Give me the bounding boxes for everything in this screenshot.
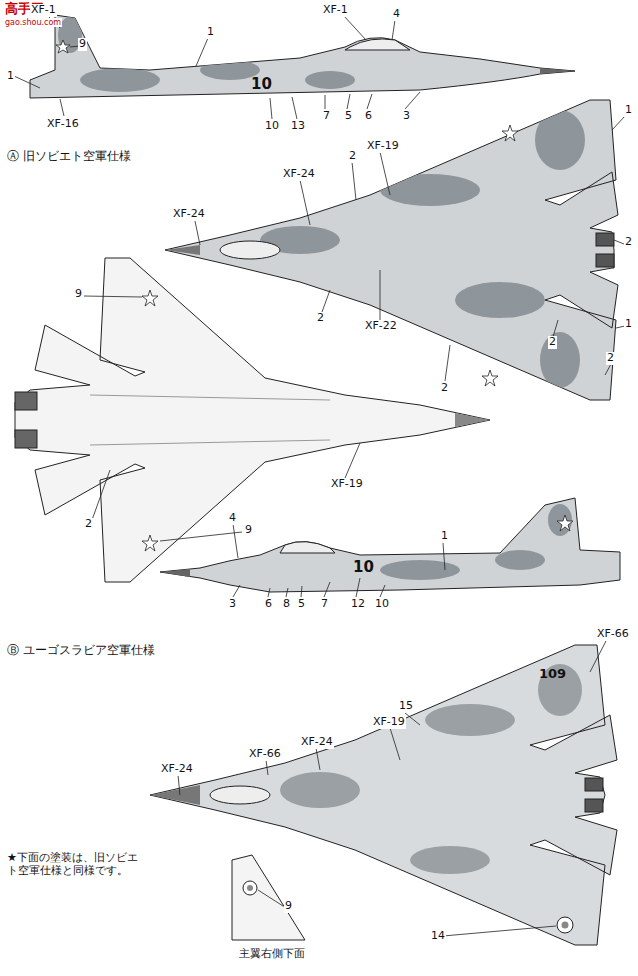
callout-number: 9 bbox=[74, 288, 83, 301]
callout-number: 3 bbox=[402, 110, 411, 123]
callout-number: 2 bbox=[606, 352, 615, 365]
caption-text: 主翼右側下面 bbox=[238, 948, 306, 961]
callout-number: 7 bbox=[322, 110, 331, 123]
paint-code: XF-16 bbox=[46, 118, 80, 131]
aircraft-number: 10 bbox=[352, 559, 375, 576]
callout-number: 12 bbox=[350, 598, 366, 611]
section-heading: Ⓑ ユーゴスラビア空軍仕様 bbox=[6, 644, 156, 658]
callout-number: 1 bbox=[206, 26, 215, 39]
callout-number: 7 bbox=[320, 598, 329, 611]
watermark: gao.shou.com bbox=[4, 18, 62, 27]
callout-number: 9 bbox=[244, 524, 253, 537]
callout-number: 6 bbox=[364, 110, 373, 123]
callout-number: 6 bbox=[264, 598, 273, 611]
callout-number: 15 bbox=[398, 700, 414, 713]
callout-number: 2 bbox=[548, 336, 557, 349]
paint-code: XF-66 bbox=[596, 628, 630, 641]
paint-code: XF-66 bbox=[248, 748, 282, 761]
paint-code: XF-1 bbox=[30, 4, 57, 17]
paint-code: XF-24 bbox=[160, 763, 194, 776]
callout-number: 2 bbox=[316, 312, 325, 325]
callout-number: 2 bbox=[624, 236, 633, 249]
callout-number: 2 bbox=[84, 518, 93, 531]
callout-number: 1 bbox=[624, 104, 633, 117]
callout-number: 8 bbox=[282, 598, 291, 611]
callout-number: 1 bbox=[440, 530, 449, 543]
callout-number: 3 bbox=[228, 598, 237, 611]
callout-number: 9 bbox=[284, 900, 293, 913]
paint-code: XF-1 bbox=[322, 4, 349, 17]
paint-code: XF-19 bbox=[372, 716, 406, 729]
callout-number: 10 bbox=[374, 598, 390, 611]
paint-code: XF-19 bbox=[366, 140, 400, 153]
callout-number: 14 bbox=[430, 930, 446, 943]
paint-code: XF-24 bbox=[300, 736, 334, 749]
callout-number: 2 bbox=[440, 382, 449, 395]
aircraft-number: 109 bbox=[538, 667, 567, 682]
note: ★下面の塗装は、旧ソビエト空軍仕様と同様です。 bbox=[6, 852, 148, 877]
callout-number: 2 bbox=[348, 150, 357, 163]
callout-number: 1 bbox=[6, 70, 15, 83]
paint-code: XF-19 bbox=[330, 478, 364, 491]
callout-number: 4 bbox=[228, 512, 237, 525]
aircraft-number: 10 bbox=[250, 76, 273, 93]
section-heading: Ⓐ 旧ソビエト空軍仕様 bbox=[6, 150, 132, 164]
callout-number: 10 bbox=[264, 120, 280, 133]
callout-number: 4 bbox=[392, 8, 401, 21]
paint-code: XF-22 bbox=[364, 320, 398, 333]
callout-number: 13 bbox=[290, 120, 306, 133]
callout-number: 5 bbox=[297, 598, 306, 611]
paint-code: XF-24 bbox=[172, 208, 206, 221]
callout-number: 5 bbox=[344, 110, 353, 123]
callout-number: 9 bbox=[78, 38, 87, 51]
callout-number: 1 bbox=[624, 318, 633, 331]
paint-code: XF-24 bbox=[282, 168, 316, 181]
